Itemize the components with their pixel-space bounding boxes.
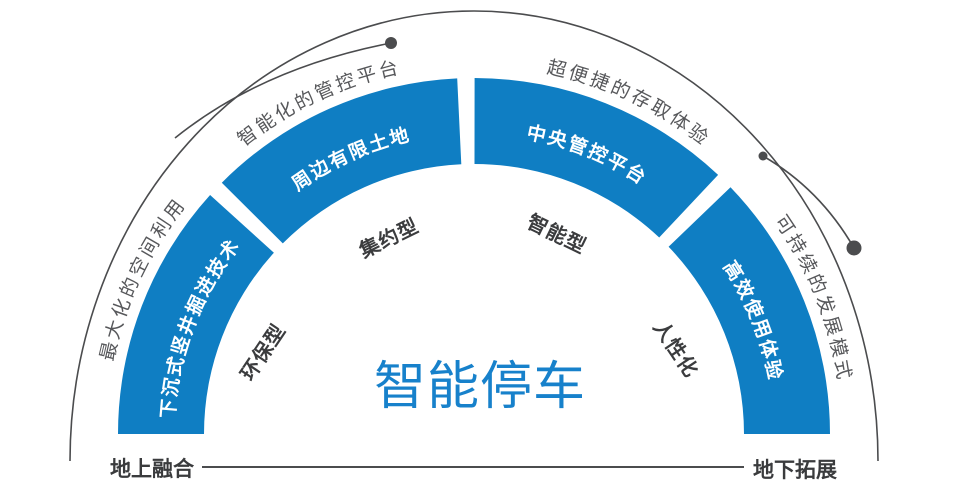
footer-right-label: 地下拓展 [753,458,837,482]
inner-label-intensive-type: 集约型 [355,213,423,263]
arch-segment-central-platform [474,78,719,238]
inner-label-humanized-type: 人性化 [648,316,703,382]
arch-segment-shaft-tech [118,195,274,434]
inner-label-smart-type: 智能型 [523,209,590,258]
right-pointer-arc [762,155,855,249]
footer-left-label: 地上融合 [110,457,195,481]
left-pointer-arc [174,42,392,139]
left-pointer-dot [385,37,397,49]
right-pointer-large-dot [846,240,862,256]
inner-label-eco-type: 环保型 [236,320,290,385]
arch-segment-efficient-experience [668,187,830,434]
diagram-title: 智能停车 [374,358,586,416]
arch-segment-limited-land [221,78,462,244]
outer-boundary-arc [69,10,879,462]
right-pointer-small-dot [758,151,768,161]
